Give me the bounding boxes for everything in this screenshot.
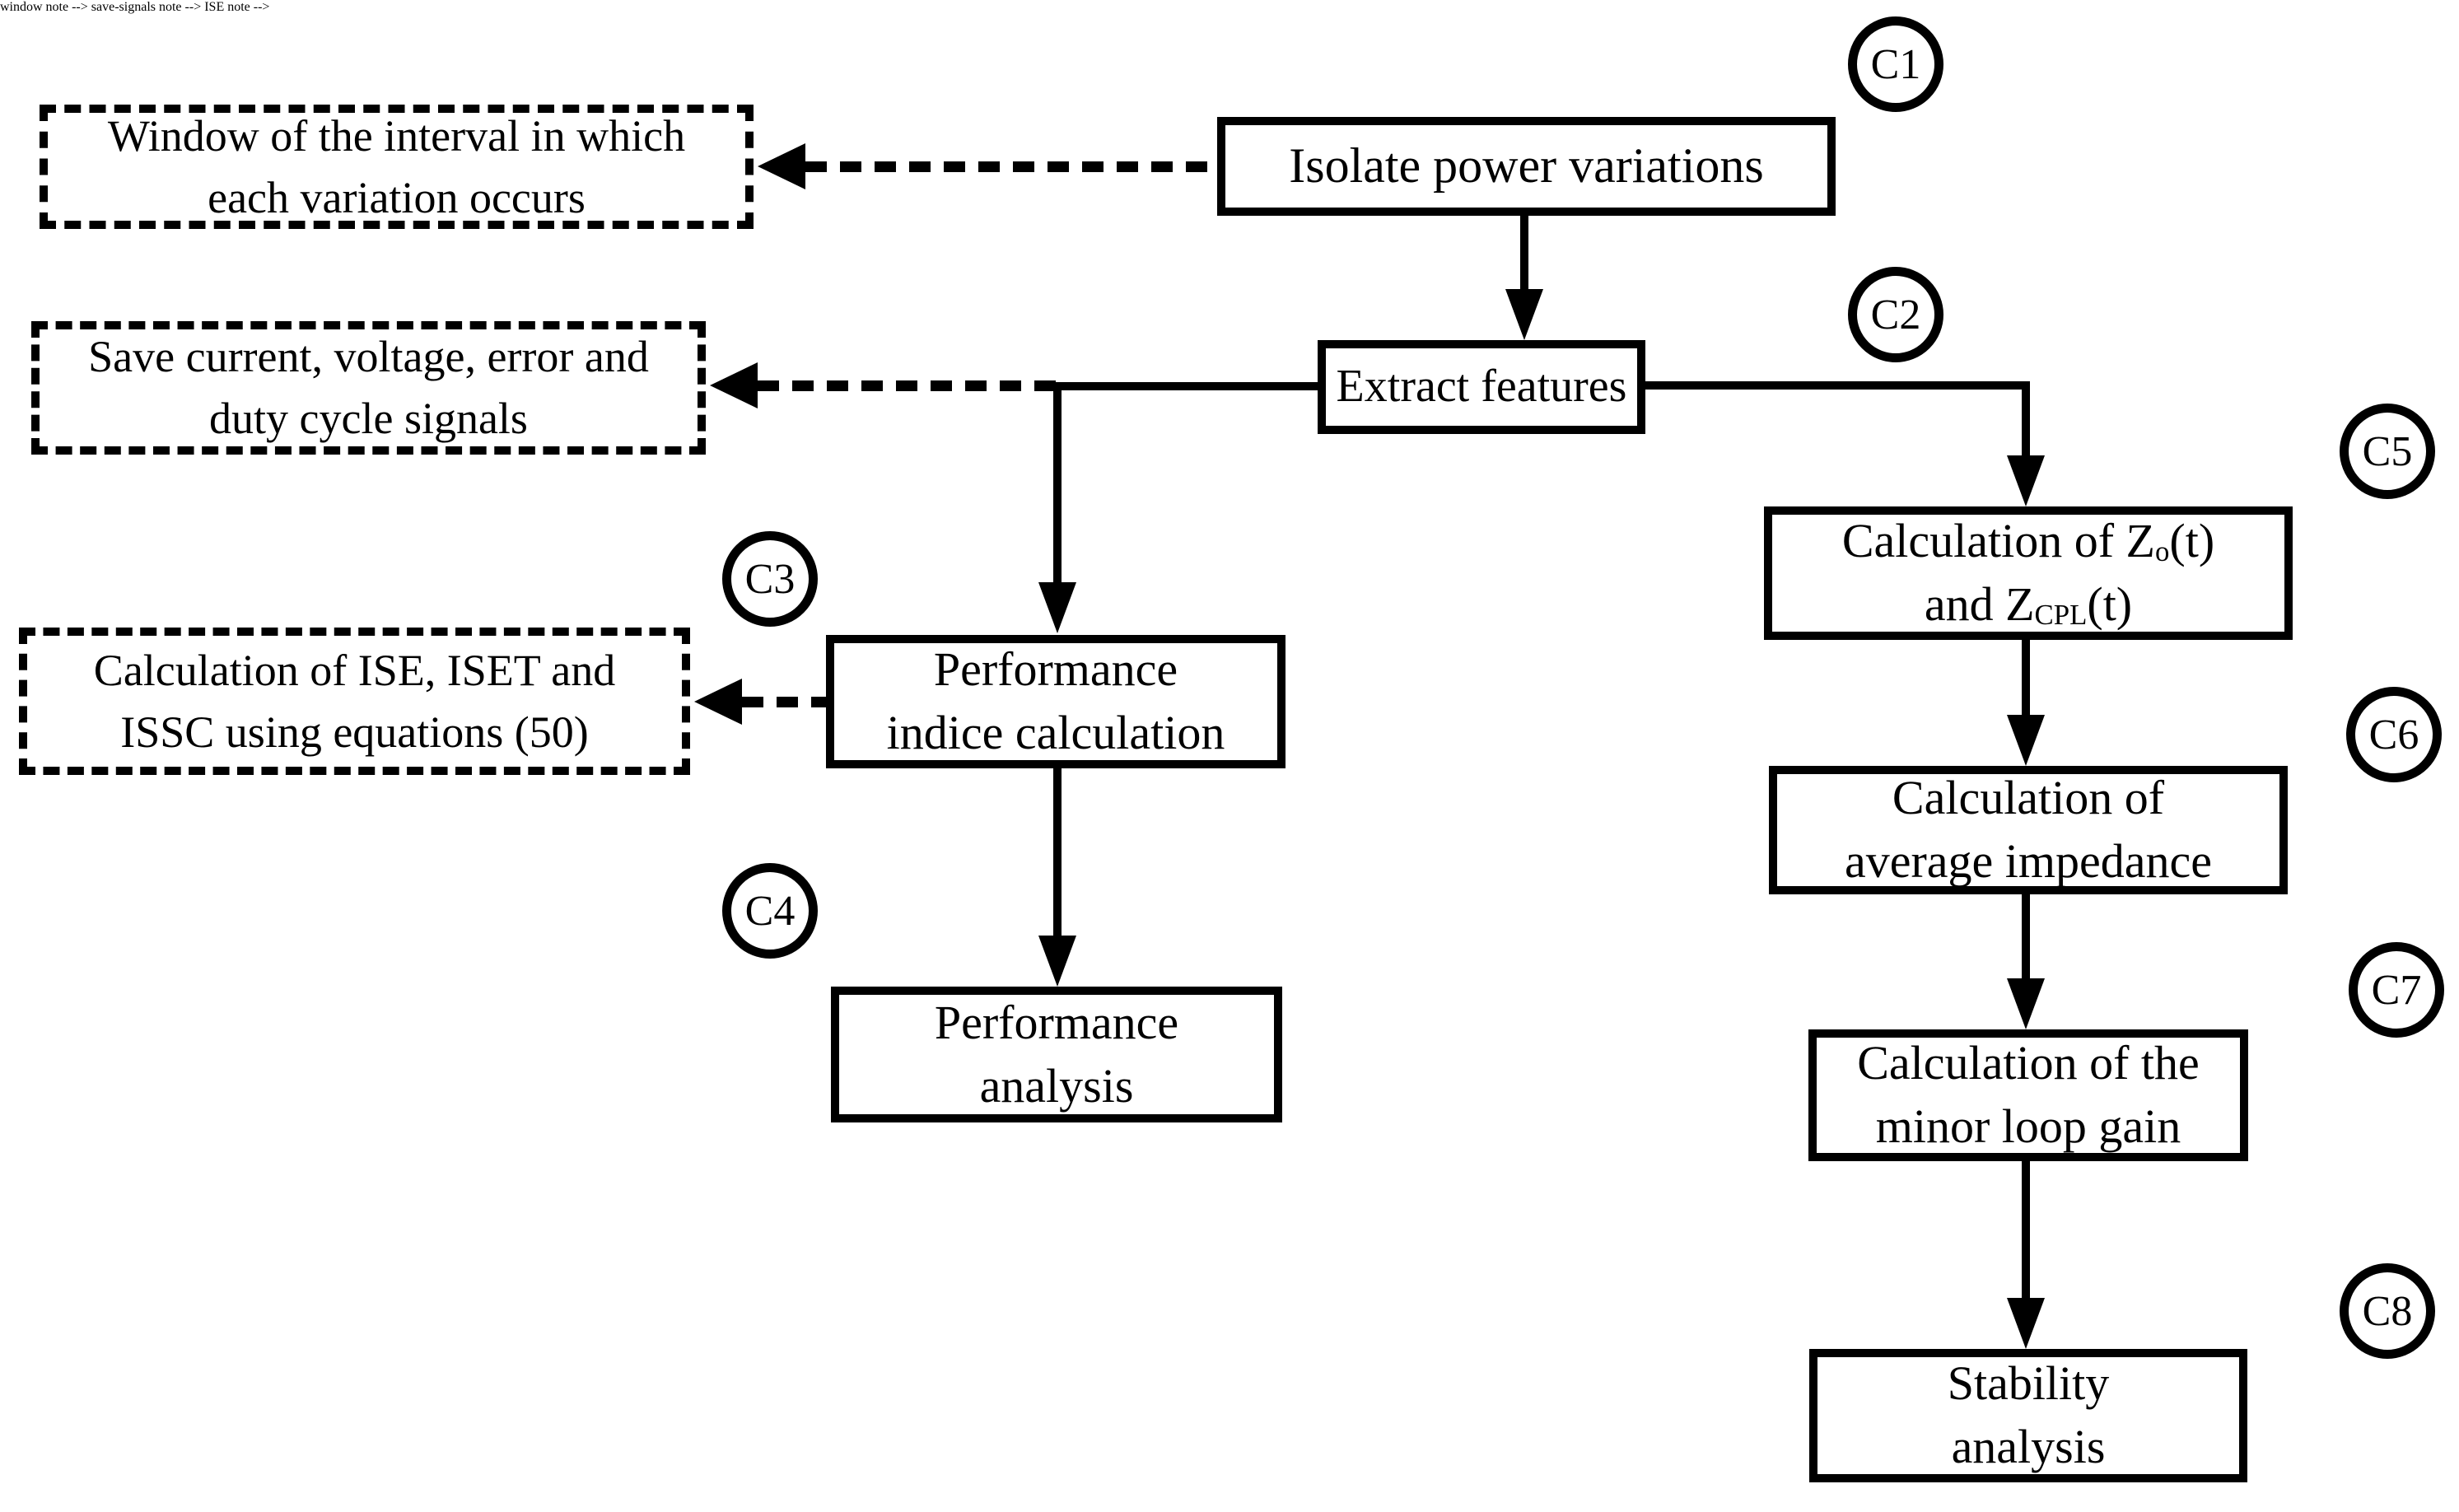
- step-badge-c6: C6: [2346, 687, 2442, 782]
- arrow-extract-to-perf-indice-line: [1053, 382, 1062, 586]
- note-save-line1: Save current, voltage, error and: [88, 332, 649, 382]
- arrow-avg-to-minorloop-head: [2007, 978, 2045, 1029]
- arrow-perf-indice-to-analysis-line: [1053, 768, 1062, 937]
- perf-analysis-line2: analysis: [979, 1058, 1134, 1113]
- avg-impedance-line2: average impedance: [1845, 834, 2212, 888]
- perf-analysis-line1: Performance: [934, 995, 1179, 1049]
- arrow-zcalc-to-avg-head: [2007, 715, 2045, 766]
- process-box-performance-indice-calculation: Performance indice calculation: [826, 635, 1285, 768]
- minor-loop-line2: minor loop gain: [1875, 1099, 2181, 1153]
- z-calc-line2: and ZCPL(t): [1924, 577, 2133, 631]
- arrow-isolate-to-extract-line: [1520, 216, 1528, 294]
- step-badge-c1: C1: [1848, 16, 1943, 112]
- dashed-arrow-perf-indice-to-ise-line: [742, 697, 826, 707]
- dashed-arrow-isolate-to-window-line: [805, 161, 1217, 172]
- process-box-impedance-calculation: Calculation of Zo(t) and ZCPL(t): [1764, 506, 2293, 640]
- note-window-of-interval: Window of the interval in which each var…: [40, 105, 754, 229]
- process-box-minor-loop-gain: Calculation of the minor loop gain: [1808, 1029, 2248, 1161]
- avg-impedance-line1: Calculation of: [1892, 771, 2165, 825]
- process-box-isolate-power-variations: Isolate power variations: [1217, 117, 1836, 216]
- note-save-signals: Save current, voltage, error and duty cy…: [31, 321, 706, 455]
- step-badge-c8: C8: [2340, 1263, 2435, 1359]
- arrow-extract-to-zcalc-head: [2007, 455, 2045, 506]
- note-window-line2: each variation occurs: [208, 172, 586, 222]
- minor-loop-line1: Calculation of the: [1857, 1036, 2200, 1090]
- note-ise-line1: Calculation of ISE, ISET and: [93, 645, 616, 695]
- perf-indice-line1: Performance: [933, 642, 1178, 697]
- step-badge-c7: C7: [2349, 942, 2444, 1038]
- stability-line2: analysis: [1951, 1420, 2106, 1473]
- arrow-perf-indice-to-analysis-head: [1038, 936, 1076, 987]
- perf-indice-line2: indice calculation: [886, 706, 1225, 759]
- connector-extract-left-line: [1053, 382, 1326, 390]
- z-out-subscript: o: [2154, 535, 2170, 568]
- dashed-arrow-extract-to-save-line: [758, 380, 1057, 391]
- arrow-zcalc-to-avg-line: [2022, 640, 2030, 716]
- connector-extract-right-line: [1645, 381, 2030, 390]
- process-box-extract-features: Extract features: [1318, 340, 1645, 434]
- step-badge-c3: C3: [722, 531, 818, 627]
- z-cpl-subscript: CPL: [2034, 598, 2088, 631]
- process-box-average-impedance: Calculation of average impedance: [1769, 766, 2288, 894]
- arrow-extract-to-perf-indice-head: [1038, 582, 1076, 633]
- note-window-line1: Window of the interval in which: [107, 110, 686, 161]
- dashed-arrow-isolate-to-window-head: [758, 143, 805, 189]
- isolate-label: Isolate power variations: [1289, 138, 1764, 194]
- step-badge-c5: C5: [2340, 404, 2435, 499]
- arrow-extract-to-zcalc-line: [2022, 381, 2030, 459]
- extract-label: Extract features: [1336, 361, 1627, 413]
- arrow-isolate-to-extract-head: [1505, 289, 1543, 340]
- note-ise-calculation: Calculation of ISE, ISET and ISSC using …: [19, 628, 690, 775]
- dashed-arrow-extract-to-save-head: [710, 362, 758, 408]
- note-ise-line2: ISSC using equations (50): [120, 707, 589, 757]
- process-box-stability-analysis: Stability analysis: [1809, 1349, 2247, 1482]
- arrow-minorloop-to-stability-head: [2007, 1298, 2045, 1349]
- note-save-line2: duty cycle signals: [209, 394, 528, 443]
- step-badge-c2: C2: [1848, 267, 1943, 362]
- z-calc-line1: Calculation of Zo(t): [1841, 514, 2215, 568]
- process-box-performance-analysis: Performance analysis: [831, 987, 1282, 1122]
- step-badge-c4: C4: [722, 863, 818, 959]
- dashed-arrow-perf-indice-to-ise-head: [694, 679, 742, 725]
- arrow-minorloop-to-stability-line: [2022, 1161, 2030, 1300]
- stability-line1: Stability: [1947, 1356, 2110, 1411]
- arrow-avg-to-minorloop-line: [2022, 894, 2030, 980]
